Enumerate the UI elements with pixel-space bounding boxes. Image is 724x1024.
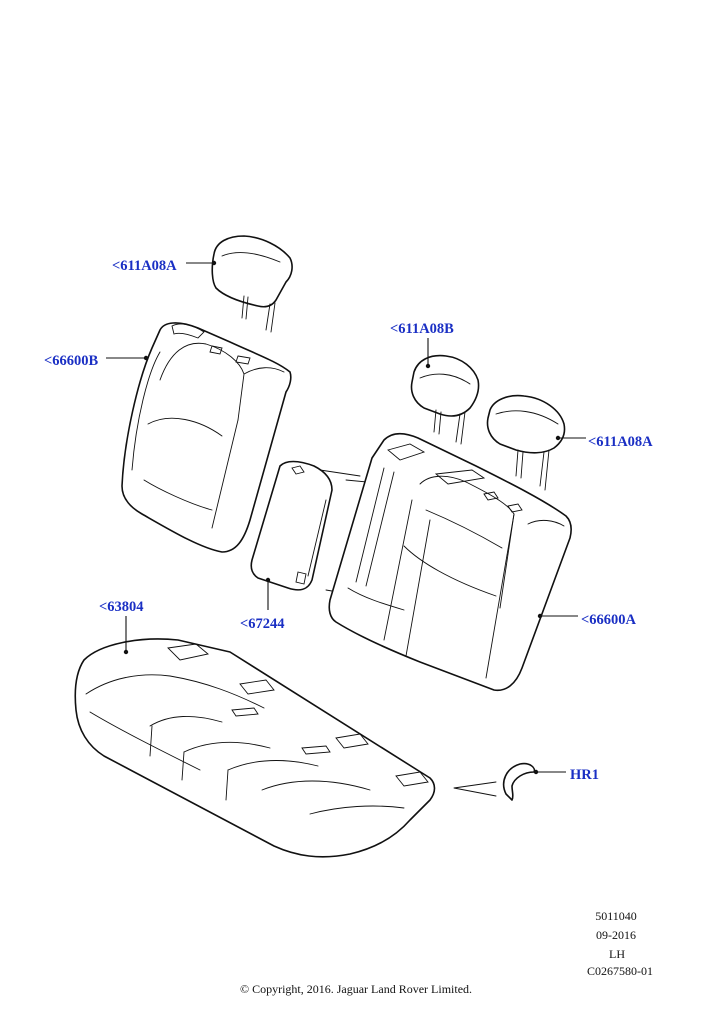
side-code: LH <box>609 947 625 961</box>
clip-hr1-illustration <box>453 762 536 801</box>
backrest-right-illustration <box>328 432 572 692</box>
label-clip-hr1[interactable]: HR1 <box>570 767 599 783</box>
label-backrest-left[interactable]: <66600B <box>44 353 99 369</box>
armrest-illustration <box>250 460 391 609</box>
headrest-right-illustration <box>486 394 566 491</box>
label-headrest-center[interactable]: <611A08B <box>390 321 454 337</box>
illustration-code: C0267580-01 <box>587 964 653 978</box>
label-cushion[interactable]: <63804 <box>99 599 144 615</box>
copyright-notice: © Copyright, 2016. Jaguar Land Rover Lim… <box>240 982 472 996</box>
ref-number: 5011040 <box>595 909 637 923</box>
backrest-left-illustration <box>121 322 292 553</box>
leader-lines <box>106 260 586 775</box>
label-headrest-right[interactable]: <611A08A <box>588 434 653 450</box>
label-armrest[interactable]: <67244 <box>240 616 285 632</box>
label-backrest-right[interactable]: <66600A <box>581 612 637 628</box>
label-headrest-left[interactable]: <611A08A <box>112 258 177 274</box>
date-code: 09-2016 <box>596 928 636 942</box>
headrest-center-illustration <box>410 354 480 445</box>
seat-cushion-illustration <box>74 638 436 858</box>
info-block: 5011040 09-2016 LH C0267580-01 <box>587 909 653 978</box>
headrest-left-illustration <box>211 235 293 333</box>
